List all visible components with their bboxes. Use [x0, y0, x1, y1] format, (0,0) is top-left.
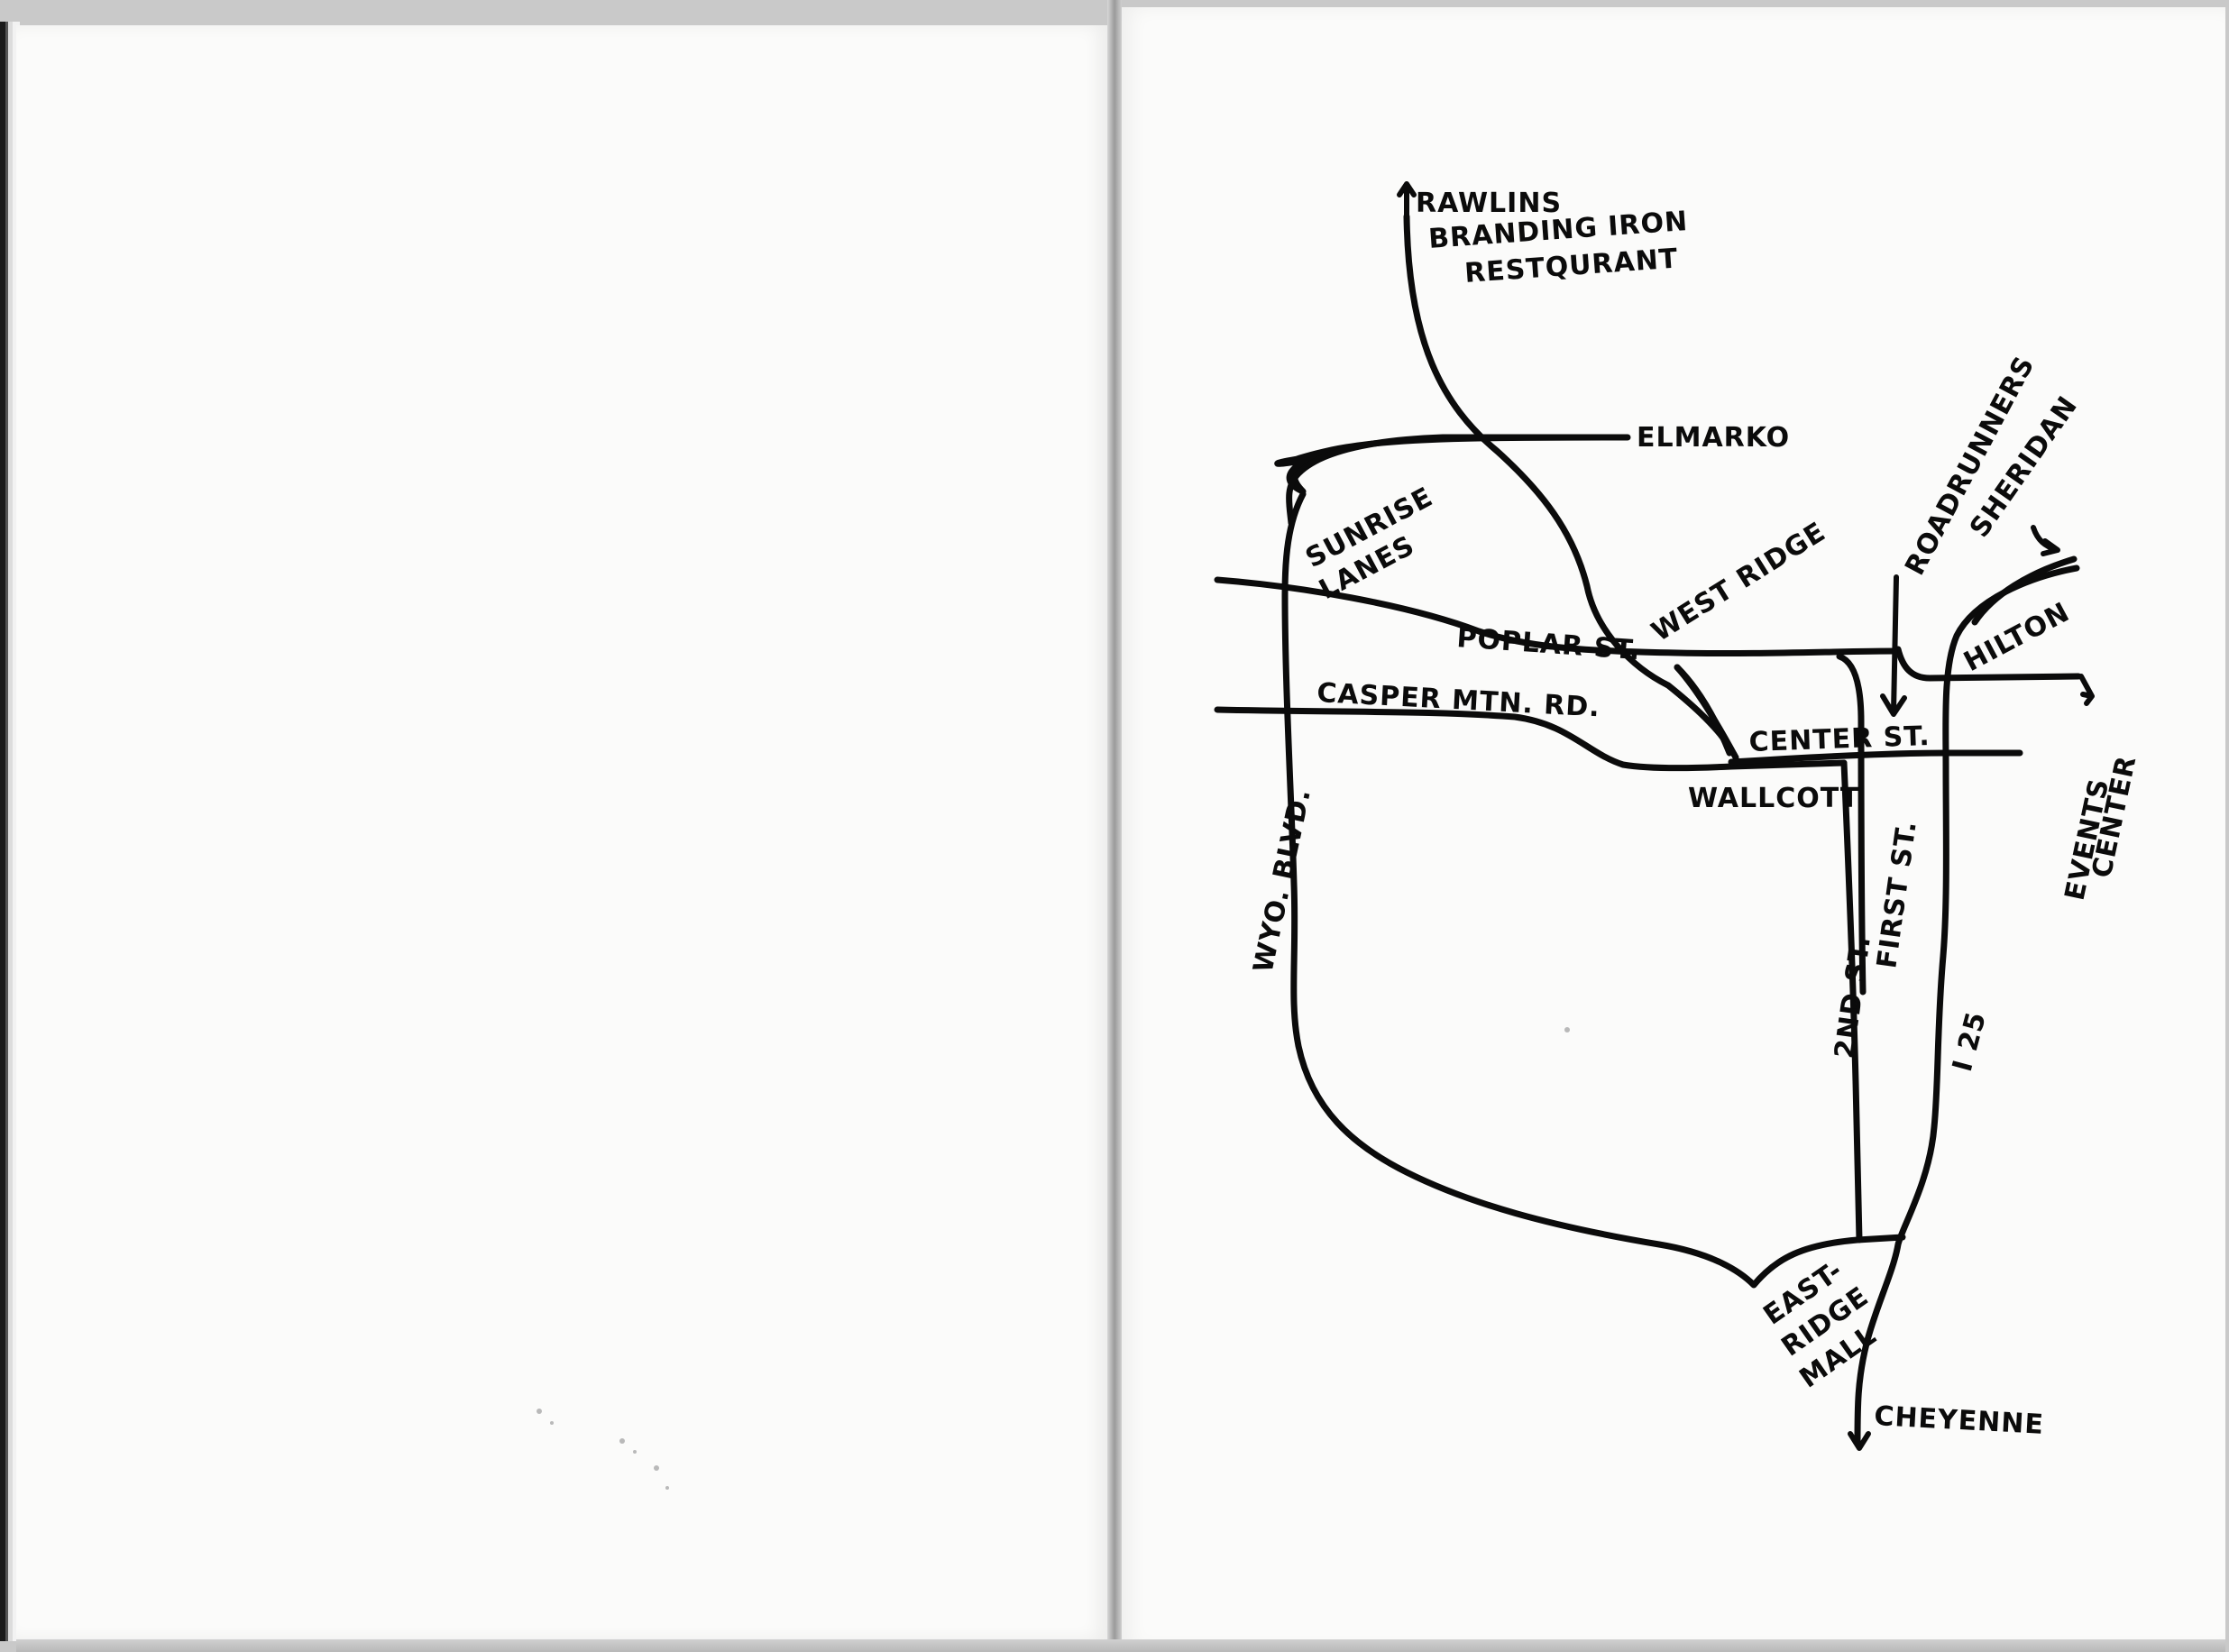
road-i25: [1854, 564, 2080, 1446]
road-elmarko: [1286, 434, 1631, 527]
road-sheridan-connector: [1971, 555, 2078, 626]
roadrunners-arrow-icon: [1880, 574, 1907, 717]
road-2nd-st: [1840, 759, 1863, 1244]
direction-arrows: [1397, 181, 2095, 1451]
label-rawlins: RAWLINS: [1416, 188, 1562, 219]
road-hilton: [1894, 646, 2082, 682]
road-poplar-st: [1214, 576, 1902, 657]
left-page-blank: [16, 25, 1109, 1639]
label-cheyenne: CHEYENNE: [1874, 1400, 2045, 1441]
roads: [1214, 213, 2082, 1446]
road-center-st: [1728, 749, 2023, 766]
right-page-map: [1118, 7, 2225, 1648]
booklet-gutter: [1107, 0, 1122, 1652]
label-center-st: CENTER ST.: [1748, 720, 1931, 758]
label-elmarko: ELMARKO: [1637, 422, 1790, 454]
rawlins-arrow-icon: [1397, 181, 1417, 219]
road-rawlins-south: [1674, 664, 1733, 757]
label-west-ridge: WEST RIDGE: [1647, 516, 1831, 647]
road-casper-mtn-rd: [1214, 706, 1848, 772]
label-first-st: FIRST ST.: [1871, 819, 1923, 970]
label-wallcott: WALLCOTT: [1688, 783, 1859, 814]
booklet-page-edges: [0, 22, 20, 1641]
road-first-st: [1836, 653, 1867, 996]
road-rawlins: [1403, 213, 1739, 761]
label-poplar-st: POPLAR ST.: [1455, 622, 1641, 666]
booklet-bottom-edge: [16, 1639, 2225, 1652]
events-center-arrow-icon: [2078, 674, 2095, 706]
label-i25: I 25: [1947, 1008, 1993, 1075]
label-2nd-st: 2ND ST.: [1829, 933, 1877, 1060]
cheyenne-arrow-icon: [1848, 1431, 1871, 1451]
sheridan-arrow-icon: [2031, 525, 2060, 556]
road-wyo-blvd-loop: [1274, 434, 1627, 495]
label-wyo-blvd: WYO. BLVD.: [1248, 785, 1317, 976]
road-wyo-blvd: [1281, 491, 1906, 1289]
paper-specks: [537, 1027, 1570, 1490]
